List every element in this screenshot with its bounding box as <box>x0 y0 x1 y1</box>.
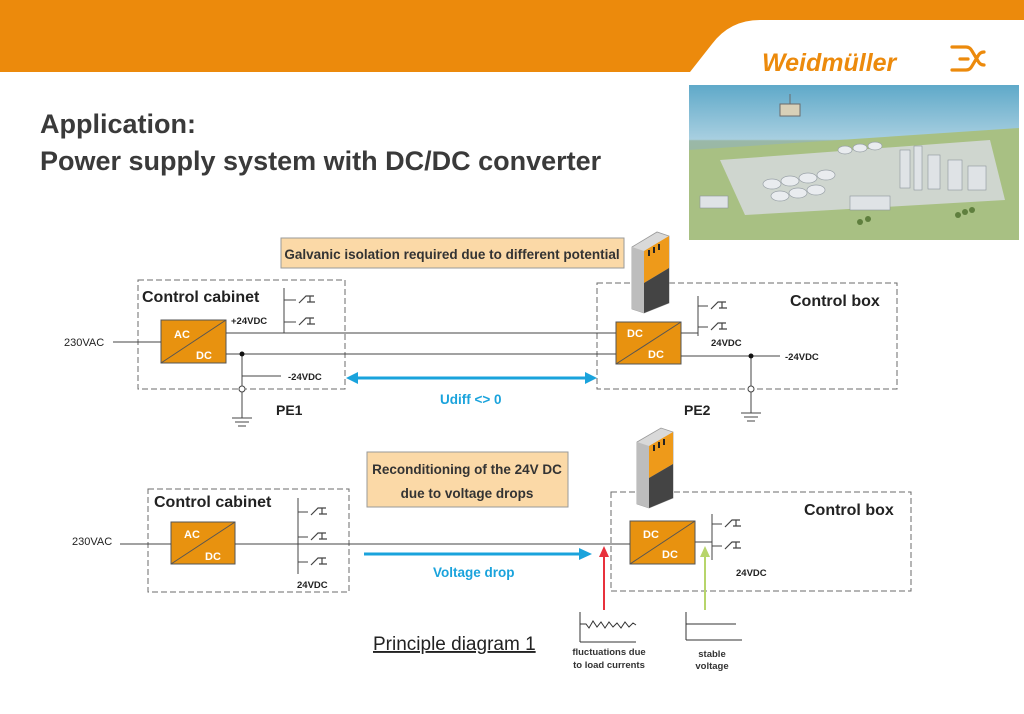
brand-logo-icon <box>950 45 986 72</box>
top-plus-label: +24VDC <box>231 316 267 327</box>
bottom-input-label: 230VAC <box>72 536 112 548</box>
bottom-wiring <box>120 498 722 574</box>
stable-arrow <box>700 546 710 610</box>
top-pe-terminals <box>238 385 755 393</box>
plant-illustration <box>689 85 1019 240</box>
top-cabinet-title: Control cabinet <box>142 289 260 306</box>
top-input-label: 230VAC <box>64 337 104 349</box>
bottom-box-title: Control box <box>804 502 894 519</box>
bottom-conv-out-label: DC <box>662 549 678 561</box>
top-device-image <box>631 231 670 314</box>
stable-graph-icon <box>685 612 742 641</box>
bottom-conv-in-label: DC <box>643 529 659 541</box>
bottom-cabinet-title: Control cabinet <box>154 494 272 511</box>
header-band <box>0 0 1024 72</box>
callout-galvanic-text: Galvanic isolation required due to diffe… <box>284 247 619 262</box>
stable-caption-line1: stable <box>698 649 725 660</box>
bottom-box-out-label: 24VDC <box>736 568 767 579</box>
voltage-drop-label: Voltage drop <box>433 565 515 580</box>
top-conv-out-label: DC <box>648 349 664 361</box>
bottom-dc-label: DC <box>205 551 221 563</box>
top-acdc-converter: AC DC <box>160 319 227 364</box>
principle-diagram-heading: Principle diagram 1 <box>373 634 536 655</box>
top-box-minus-label: -24VDC <box>785 352 819 363</box>
stable-caption-line2: voltage <box>695 661 728 672</box>
top-box-out-label: 24VDC <box>711 338 742 349</box>
top-dc-label: DC <box>196 350 212 362</box>
top-wiring <box>113 288 780 427</box>
bottom-dcdc-converter: DC DC <box>629 520 696 565</box>
top-box-title: Control box <box>790 293 880 310</box>
page-title-line1: Application: <box>40 109 196 139</box>
udiff-arrow <box>346 372 597 384</box>
bottom-ac-label: AC <box>184 529 200 541</box>
callout-galvanic-box <box>280 237 625 269</box>
bottom-cabinet-frame <box>147 488 350 593</box>
top-load-symbols <box>298 295 727 331</box>
callout-recondition-line2: due to voltage drops <box>401 486 534 501</box>
top-dcdc-converter: DC DC <box>615 321 682 365</box>
top-conv-in-label: DC <box>627 328 643 340</box>
page-title-line2: Power supply system with DC/DC converter <box>40 146 602 176</box>
brand-logo-text: Weidmüller <box>762 49 898 77</box>
top-pe-right-label: PE2 <box>684 402 711 418</box>
bottom-load-symbols <box>310 507 741 566</box>
fluctuation-caption-line1: fluctuations due <box>572 647 645 658</box>
fluctuation-caption-line2: to load currents <box>573 660 645 671</box>
top-junction-dots <box>239 351 754 359</box>
fluctuation-graph-icon <box>579 612 637 643</box>
top-box-frame <box>596 282 898 390</box>
top-pe-left-label: PE1 <box>276 402 303 418</box>
top-minus-label: -24VDC <box>288 372 322 383</box>
udiff-label: Udiff <> 0 <box>440 392 502 407</box>
callout-recondition-line1: Reconditioning of the 24V DC <box>372 462 562 477</box>
bottom-box-frame <box>610 491 912 592</box>
bottom-acdc-converter: AC DC <box>170 521 236 565</box>
callout-recondition-box <box>366 451 569 508</box>
bottom-out-label: 24VDC <box>297 580 328 591</box>
top-ac-label: AC <box>174 329 190 341</box>
voltage-drop-arrow <box>364 548 592 560</box>
bottom-device-image <box>636 427 674 509</box>
fluctuation-arrow <box>599 546 609 610</box>
